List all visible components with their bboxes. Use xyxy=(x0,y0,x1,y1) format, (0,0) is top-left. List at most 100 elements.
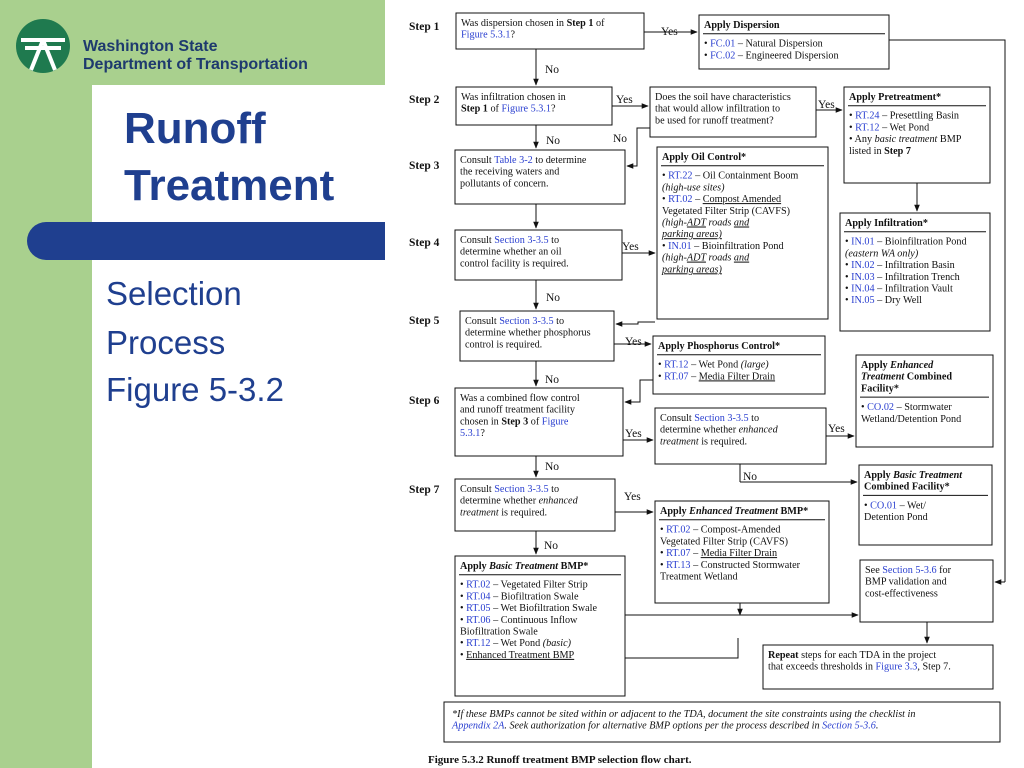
question-enhanced-treatment-2-box-line: determine whether enhanced xyxy=(460,496,579,507)
figure-caption: Figure 5.3.2 Runoff treatment BMP select… xyxy=(428,754,692,766)
repeat-steps-box-line: Repeat steps for each TDA in the project xyxy=(768,650,936,661)
step-label: Step 4 xyxy=(409,237,440,249)
apply-oil-control-box-item-line: parking areas) xyxy=(661,264,722,275)
apply-enhanced-combined-box-title-line: Facility* xyxy=(861,383,899,394)
brand-line-1: Washington State xyxy=(83,38,218,55)
apply-phosphorus-control-box xyxy=(652,335,826,395)
sidebar-band xyxy=(0,0,92,768)
question-combined-facility-box-line: chosen in Step 3 of Figure xyxy=(460,416,569,427)
apply-pretreatment-box-item-line: • RT.24 – Presettling Basin xyxy=(849,111,959,122)
apply-pretreatment-box xyxy=(843,86,991,184)
apply-pretreatment-box-item-line: • Any basic treatment BMP xyxy=(849,134,962,145)
arrow-phos-return xyxy=(624,379,653,405)
apply-dispersion-box-item-line: • FC.01 – Natural Dispersion xyxy=(704,39,823,50)
question-enhanced-treatment-1-box-line: determine whether enhanced xyxy=(660,425,779,436)
question-enhanced-treatment-2-box xyxy=(454,478,616,532)
question-phosphorus-box xyxy=(459,310,615,362)
apply-enhanced-bmp-box-item-line: Treatment Wetland xyxy=(660,572,738,583)
apply-oil-control-box-item-line: Vegetated Filter Strip (CAVFS) xyxy=(662,206,790,217)
slide-title-line-1: Runoff xyxy=(124,104,266,153)
repeat-steps-box xyxy=(762,644,994,690)
question-soil-box xyxy=(649,86,817,138)
apply-basic-combined-box xyxy=(858,464,993,546)
question-soil-box-line: be used for runoff treatment? xyxy=(655,115,774,126)
footnote-line: Appendix 2A. Seek authorization for alte… xyxy=(451,721,878,732)
question-phosphorus-box-line: Consult Section 3-3.5 to xyxy=(465,316,564,327)
apply-oil-control-box-item-line: (high-use sites) xyxy=(662,182,725,193)
apply-oil-control-box-item-line: parking areas) xyxy=(661,229,722,240)
no-label: No xyxy=(743,471,757,483)
question-oil-control-box-line: Consult Section 3-3.5 to xyxy=(460,235,559,246)
apply-basic-combined-box-item-line: Detention Pond xyxy=(864,512,928,523)
question-oil-control-box xyxy=(454,229,623,281)
validation-note-box-line: See Section 5-3.6 for xyxy=(865,565,952,576)
apply-pretreatment-box-item-line: listed in Step 7 xyxy=(849,146,911,157)
apply-oil-control-box-item-line: • RT.02 – Compost Amended xyxy=(662,194,781,205)
question-receiving-waters-box xyxy=(454,149,626,205)
apply-oil-control-box-item-line: • RT.22 – Oil Containment Boom xyxy=(662,171,798,182)
apply-enhanced-bmp-box-item-line: • RT.07 – Media Filter Drain xyxy=(660,548,777,559)
apply-enhanced-bmp-box-item-line: • RT.02 – Compost-Amended xyxy=(660,525,781,536)
apply-oil-control-box-item-line: (high-ADT roads and xyxy=(662,218,750,229)
footnote-line: *If these BMPs cannot be sited within or… xyxy=(452,709,915,720)
apply-basic-bmp-box-item-line: • Enhanced Treatment BMP xyxy=(460,650,575,661)
apply-enhanced-bmp-box-title-line: Apply Enhanced Treatment BMP* xyxy=(660,506,808,517)
question-enhanced-treatment-1-box xyxy=(654,407,827,465)
question-infiltration-box xyxy=(455,86,613,126)
no-label: No xyxy=(613,133,627,145)
yes-label: Yes xyxy=(622,241,639,253)
apply-enhanced-bmp-box-item-line: Vegetated Filter Strip (CAVFS) xyxy=(660,536,788,547)
title-divider-pill xyxy=(27,222,385,260)
slide-title-line-2: Treatment xyxy=(124,161,335,210)
apply-infiltration-box-item-line: • IN.05 – Dry Well xyxy=(845,295,922,306)
no-label: No xyxy=(545,461,559,473)
apply-enhanced-combined-box xyxy=(855,354,994,448)
apply-basic-bmp-box-item-line: • RT.05 – Wet Biofiltration Swale xyxy=(460,603,598,614)
footnote-box xyxy=(443,701,1001,743)
apply-basic-bmp-box-item-line: • RT.04 – Biofiltration Swale xyxy=(460,591,579,602)
apply-infiltration-box-title-line: Apply Infiltration* xyxy=(845,218,928,229)
arrow-soil-no xyxy=(626,127,650,169)
step-label: Step 3 xyxy=(409,160,440,172)
validation-note-box-line: BMP validation and xyxy=(865,577,947,588)
apply-pretreatment-box-title-line: Apply Pretreatment* xyxy=(849,92,941,103)
validation-note-box xyxy=(859,559,994,623)
apply-oil-control-box xyxy=(656,146,829,320)
no-label: No xyxy=(544,540,558,552)
yes-label: Yes xyxy=(818,99,835,111)
apply-oil-control-box-item-line: • IN.01 – Bioinfiltration Pond xyxy=(662,241,784,252)
apply-dispersion-box-title-line: Apply Dispersion xyxy=(704,20,780,31)
question-combined-facility-box-line: 5.3.1? xyxy=(460,428,485,439)
apply-enhanced-combined-box-title-line: Apply Enhanced xyxy=(861,360,934,371)
question-infiltration-box-line: Was infiltration chosen in xyxy=(461,92,566,103)
question-dispersion-box-line: Was dispersion chosen in Step 1 of xyxy=(461,18,605,29)
yes-label: Yes xyxy=(828,423,845,435)
subtitle-line-3: Figure 5-3.2 xyxy=(106,371,284,408)
apply-phosphorus-control-box-title-line: Apply Phosphorus Control* xyxy=(658,341,780,352)
apply-basic-combined-box-item-line: • CO.01 – Wet/ xyxy=(864,500,926,511)
question-combined-facility-box xyxy=(454,387,624,457)
subtitle-line-1: Selection xyxy=(106,275,242,312)
apply-infiltration-box-item-line: (eastern WA only) xyxy=(845,248,919,259)
title-tab xyxy=(92,85,385,218)
yes-label: Yes xyxy=(625,336,642,348)
question-soil-box-line: Does the soil have characteristics xyxy=(655,92,791,103)
arrow-oil-return xyxy=(615,321,655,327)
question-combined-facility-box-line: Was a combined flow control xyxy=(460,393,580,404)
validation-note-box-line: cost-effectiveness xyxy=(865,588,938,599)
no-label: No xyxy=(545,64,559,76)
yes-label: Yes xyxy=(661,26,678,38)
apply-enhanced-combined-box-title-line: Treatment Combined xyxy=(861,372,952,383)
question-receiving-waters-box-line: the receiving waters and xyxy=(460,167,559,178)
step-label: Step 2 xyxy=(409,94,440,106)
question-combined-facility-box-line: and runoff treatment facility xyxy=(460,405,576,416)
question-receiving-waters-box-line: pollutants of concern. xyxy=(460,178,549,189)
apply-basic-bmp-box-item-line: • RT.06 – Continuous Inflow xyxy=(460,615,578,626)
yes-label: Yes xyxy=(616,94,633,106)
apply-oil-control-box-item-line: (high-ADT roads and xyxy=(662,253,750,264)
apply-infiltration-box-item-line: • IN.04 – Infiltration Vault xyxy=(845,284,953,295)
question-dispersion-box xyxy=(455,12,645,50)
apply-enhanced-combined-box-item-line: • CO.02 – Stormwater xyxy=(861,402,952,413)
yes-label: Yes xyxy=(625,428,642,440)
